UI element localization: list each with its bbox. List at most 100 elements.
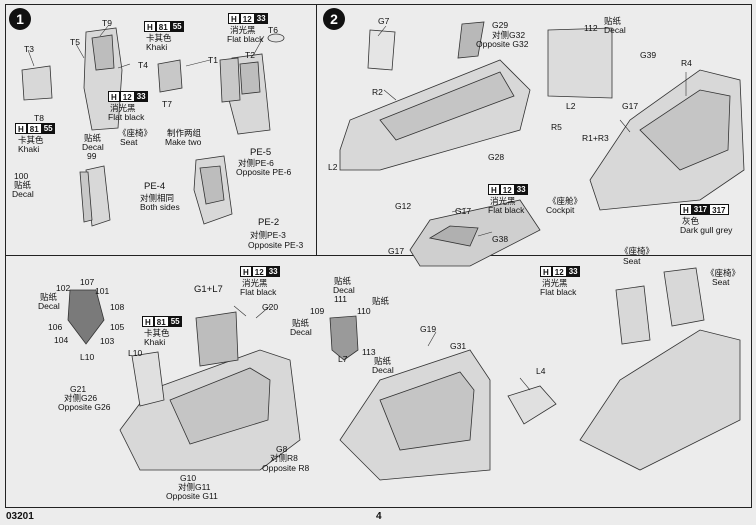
color-name-cn: 卡其色 bbox=[144, 328, 170, 338]
part-label: L4 bbox=[536, 366, 546, 376]
opposite-cn: 对侧PE-6 bbox=[238, 158, 274, 168]
part-label: G1+L7 bbox=[194, 284, 223, 295]
decal-number: 106 bbox=[48, 322, 63, 332]
color-name-cn: 卡其色 bbox=[146, 33, 172, 43]
part-label: G10 bbox=[180, 473, 197, 483]
part-label: T9 bbox=[102, 18, 112, 28]
part-label: G8 bbox=[276, 444, 288, 454]
part-label: L10 bbox=[80, 352, 95, 362]
part-label: T8 bbox=[34, 113, 44, 123]
step-number-1: 1 bbox=[9, 8, 31, 30]
seat-label: Seat bbox=[120, 137, 138, 147]
decal-number: 105 bbox=[110, 322, 125, 332]
decal-number: 99 bbox=[87, 151, 97, 161]
opposite-label: Opposite G11 bbox=[166, 491, 218, 501]
color-code-badge: H 12 33 bbox=[108, 91, 148, 102]
decal-cn: 贴纸 bbox=[372, 296, 390, 306]
decal-label: Decal bbox=[82, 142, 104, 152]
part-label: G31 bbox=[450, 341, 467, 351]
make-two-cn: 制作两组 bbox=[167, 128, 202, 138]
decal-number: 113 bbox=[362, 347, 376, 357]
color-name: Flat black bbox=[108, 112, 145, 122]
color-name: Khaki bbox=[18, 144, 40, 154]
decal-label: Decal bbox=[38, 301, 60, 311]
part-label: R1+R3 bbox=[582, 133, 609, 143]
seat-label: Seat bbox=[623, 256, 641, 266]
decal-number: 102 bbox=[56, 283, 71, 293]
part-label: PE-5 bbox=[250, 147, 272, 158]
cockpit-cn: 《座舱》 bbox=[548, 196, 583, 206]
decal-cn: 贴纸 bbox=[14, 180, 32, 190]
opposite-label: Opposite G32 bbox=[476, 39, 529, 49]
part-label: T2 bbox=[245, 50, 255, 60]
seat-label: Seat bbox=[712, 277, 730, 287]
part-label: G38 bbox=[492, 234, 509, 244]
part-label: R4 bbox=[681, 58, 692, 68]
part-label: L2 bbox=[328, 162, 338, 172]
part-label: G7 bbox=[378, 16, 390, 26]
part-label: G19 bbox=[420, 324, 437, 334]
part-label: PE-4 bbox=[144, 181, 166, 192]
color-name-cn: 消光黑 bbox=[542, 278, 568, 288]
color-name: Dark gull grey bbox=[680, 225, 733, 235]
part-label: G17 bbox=[388, 246, 405, 256]
color-code-badge: H 81 55 bbox=[142, 316, 182, 327]
color-code-badge: H 317 317 bbox=[680, 204, 729, 215]
step-number-2: 2 bbox=[323, 8, 345, 30]
color-name-cn: 消光黑 bbox=[242, 278, 268, 288]
part-label: L7 bbox=[338, 354, 348, 364]
decal-cn: 贴纸 bbox=[374, 356, 392, 366]
part-label: T1 bbox=[208, 55, 218, 65]
color-name: Flat black bbox=[540, 287, 577, 297]
part-label: G12 bbox=[395, 201, 412, 211]
decal-number: 109 bbox=[310, 306, 325, 316]
color-name: Khaki bbox=[146, 42, 168, 52]
cockpit-label: Cockpit bbox=[546, 205, 575, 215]
make-two-label: Make two bbox=[165, 137, 202, 147]
part-label: T4 bbox=[138, 60, 148, 70]
decal-number: 104 bbox=[54, 335, 69, 345]
color-code-badge: H 81 55 bbox=[144, 21, 184, 32]
decal-cn: 贴纸 bbox=[334, 276, 352, 286]
part-label: 110 bbox=[357, 306, 371, 316]
step-3-panel bbox=[5, 255, 752, 508]
part-label: G28 bbox=[488, 152, 505, 162]
part-label: G29 bbox=[492, 20, 509, 30]
part-label: G17 bbox=[455, 206, 472, 216]
decal-number: 108 bbox=[110, 302, 125, 312]
decal-cn: 贴纸 bbox=[40, 292, 58, 302]
decal-cn: 贴纸 bbox=[604, 16, 622, 26]
opposite-cn: 对侧G26 bbox=[64, 393, 98, 403]
opposite-cn: 对侧PE-3 bbox=[250, 230, 286, 240]
opposite-cn: 对侧R8 bbox=[270, 453, 298, 463]
decal-number: 111 bbox=[334, 294, 347, 304]
part-label: R5 bbox=[551, 122, 562, 132]
decal-number: 103 bbox=[100, 336, 115, 346]
seat-cn: 《座椅》 bbox=[620, 246, 655, 256]
opposite-cn: 对侧G11 bbox=[178, 482, 211, 492]
color-name-cn: 消光黑 bbox=[490, 196, 516, 206]
opposite-label: Opposite G26 bbox=[58, 402, 111, 412]
both-sides-cn: 对侧相同 bbox=[140, 193, 175, 203]
color-name: Flat black bbox=[488, 205, 525, 215]
color-name: Flat black bbox=[240, 287, 277, 297]
part-label: T7 bbox=[162, 99, 172, 109]
color-code-badge: H 81 55 bbox=[15, 123, 55, 134]
kit-code: 03201 bbox=[6, 511, 34, 522]
decal-number: 100 bbox=[14, 171, 29, 181]
part-label: T6 bbox=[268, 25, 278, 35]
part-label: T3 bbox=[24, 44, 34, 54]
color-name-cn: 卡其色 bbox=[18, 135, 44, 145]
color-name-cn: 消光黑 bbox=[110, 103, 136, 113]
decal-cn: 贴纸 bbox=[292, 318, 310, 328]
seat-cn: 《座椅》 bbox=[706, 268, 741, 278]
decal-cn: 贴纸 bbox=[84, 133, 102, 143]
color-code-badge: H 12 33 bbox=[240, 266, 280, 277]
opposite-label: Opposite PE-6 bbox=[236, 167, 292, 177]
part-label: L2 bbox=[566, 101, 576, 111]
part-label: T5 bbox=[70, 37, 80, 47]
part-label: G39 bbox=[640, 50, 657, 60]
part-label: L10 bbox=[128, 348, 143, 358]
